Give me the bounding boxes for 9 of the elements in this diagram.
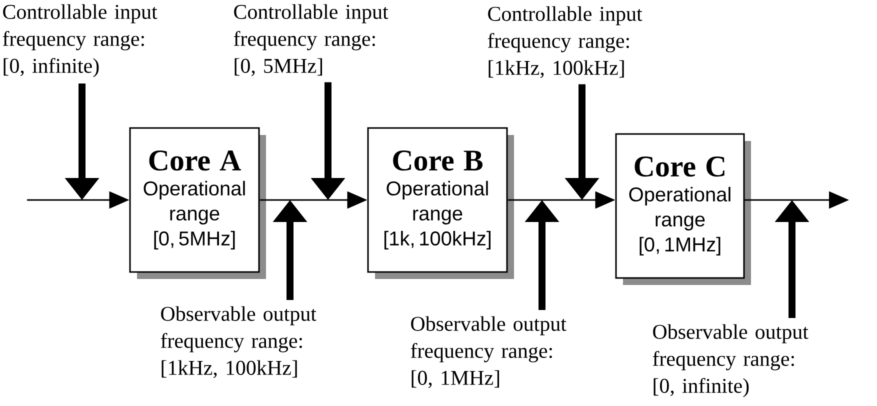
text-label: Controllable input frequency range: [0, 5MHz] (234, 4, 388, 76)
core-box: Core C Operational range [0, 1MHz] (615, 133, 751, 285)
text-label: Controllable input frequency range: [1kHz, 100kHz] (488, 6, 642, 78)
text-label: Observable output frequency range: [1kHz, 100kHz] (160, 306, 316, 378)
core-box: Core B Operational range [1k, 100kHz] (367, 127, 514, 279)
text-label: Observable output frequency range: [0, infinite) (652, 324, 808, 398)
text-label: Controllable input frequency range: [0, infinite) (2, 4, 158, 78)
text-label: Observable output frequency range: [0, 1MHz] (410, 316, 566, 388)
core-box: Core A Operational range [0, 5MHz] (129, 127, 266, 279)
